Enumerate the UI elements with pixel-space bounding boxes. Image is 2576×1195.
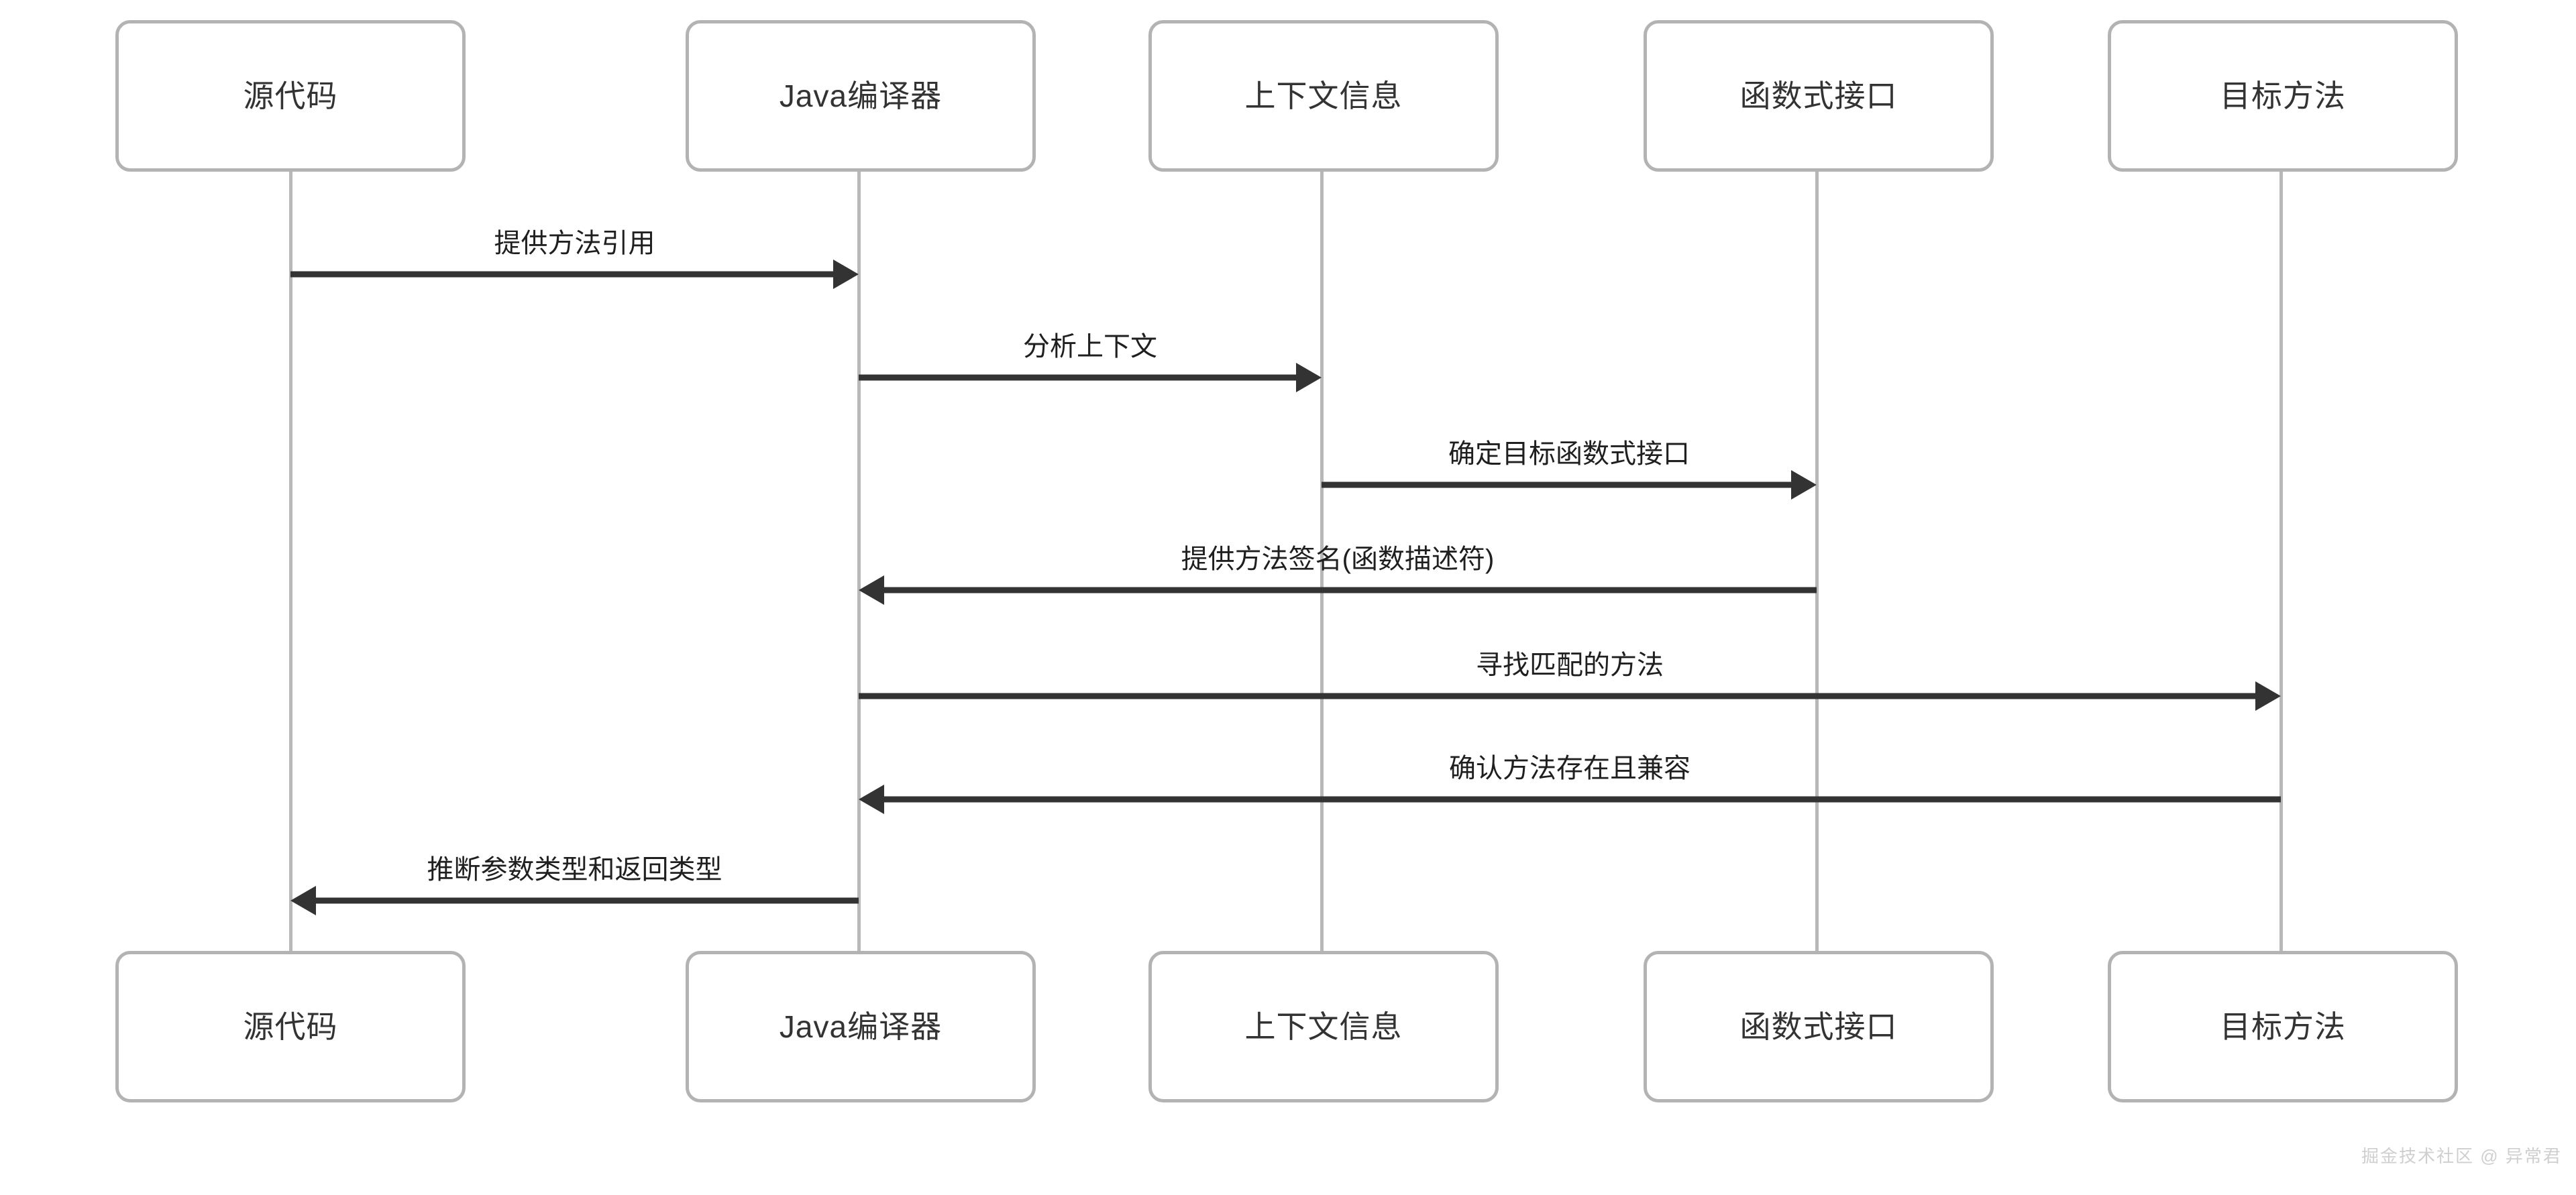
lifeline-source-code: [289, 172, 292, 951]
actor-box-bottom-target-method[interactable]: 目标方法: [2108, 951, 2458, 1102]
actor-label-source-code: 源代码: [243, 78, 338, 113]
message-label-1: 提供方法引用: [494, 229, 655, 258]
actor-box-top-functional-interface[interactable]: 函数式接口: [1644, 20, 1994, 172]
arrowhead-right-icon: [1296, 363, 1322, 392]
actor-box-bottom-functional-interface[interactable]: 函数式接口: [1644, 951, 1994, 1102]
actor-label-java-compiler: Java编译器: [779, 78, 943, 113]
lifeline-context-info: [1320, 172, 1324, 951]
actor-label-functional-interface: 函数式接口: [1739, 78, 1898, 113]
arrowhead-left-icon: [859, 575, 884, 605]
message-line-3: [1322, 481, 1791, 488]
message-label-6: 确认方法存在且兼容: [1449, 754, 1690, 783]
actor-box-top-java-compiler[interactable]: Java编译器: [686, 20, 1036, 172]
arrowhead-right-icon: [833, 260, 859, 289]
message-label-7: 推断参数类型和返回类型: [427, 855, 722, 885]
message-label-2: 分析上下文: [1023, 332, 1157, 361]
arrowhead-right-icon: [2255, 681, 2281, 711]
lifeline-functional-interface: [1815, 172, 1819, 951]
message-label-5: 寻找匹配的方法: [1476, 650, 1664, 680]
message-line-7: [316, 897, 859, 904]
message-label-4: 提供方法签名(函数描述符): [1181, 545, 1495, 574]
arrowhead-right-icon: [1791, 470, 1817, 500]
lifeline-target-method: [2279, 172, 2283, 951]
actor-label-context-info: 上下文信息: [1244, 1009, 1403, 1044]
message-line-1: [290, 271, 833, 278]
actor-box-top-source-code[interactable]: 源代码: [115, 20, 466, 172]
message-line-6: [884, 796, 2281, 803]
actor-box-bottom-java-compiler[interactable]: Java编译器: [686, 951, 1036, 1102]
message-label-3: 确定目标函数式接口: [1448, 439, 1690, 469]
lifeline-java-compiler: [857, 172, 861, 951]
actor-box-bottom-source-code[interactable]: 源代码: [115, 951, 466, 1102]
arrowhead-left-icon: [290, 886, 316, 915]
actor-label-context-info: 上下文信息: [1244, 78, 1403, 113]
actor-label-target-method: 目标方法: [2220, 78, 2346, 113]
watermark: 掘金技术社区 @ 异常君: [2361, 1146, 2562, 1166]
message-line-2: [859, 374, 1296, 381]
actor-label-java-compiler: Java编译器: [779, 1009, 943, 1044]
actor-label-functional-interface: 函数式接口: [1739, 1009, 1898, 1044]
message-line-4: [884, 587, 1817, 593]
actor-box-top-target-method[interactable]: 目标方法: [2108, 20, 2458, 172]
actor-box-bottom-context-info[interactable]: 上下文信息: [1148, 951, 1499, 1102]
actor-box-top-context-info[interactable]: 上下文信息: [1148, 20, 1499, 172]
message-line-5: [859, 693, 2255, 699]
arrowhead-left-icon: [859, 785, 884, 814]
actor-label-source-code: 源代码: [243, 1009, 338, 1044]
actor-label-target-method: 目标方法: [2220, 1009, 2346, 1044]
